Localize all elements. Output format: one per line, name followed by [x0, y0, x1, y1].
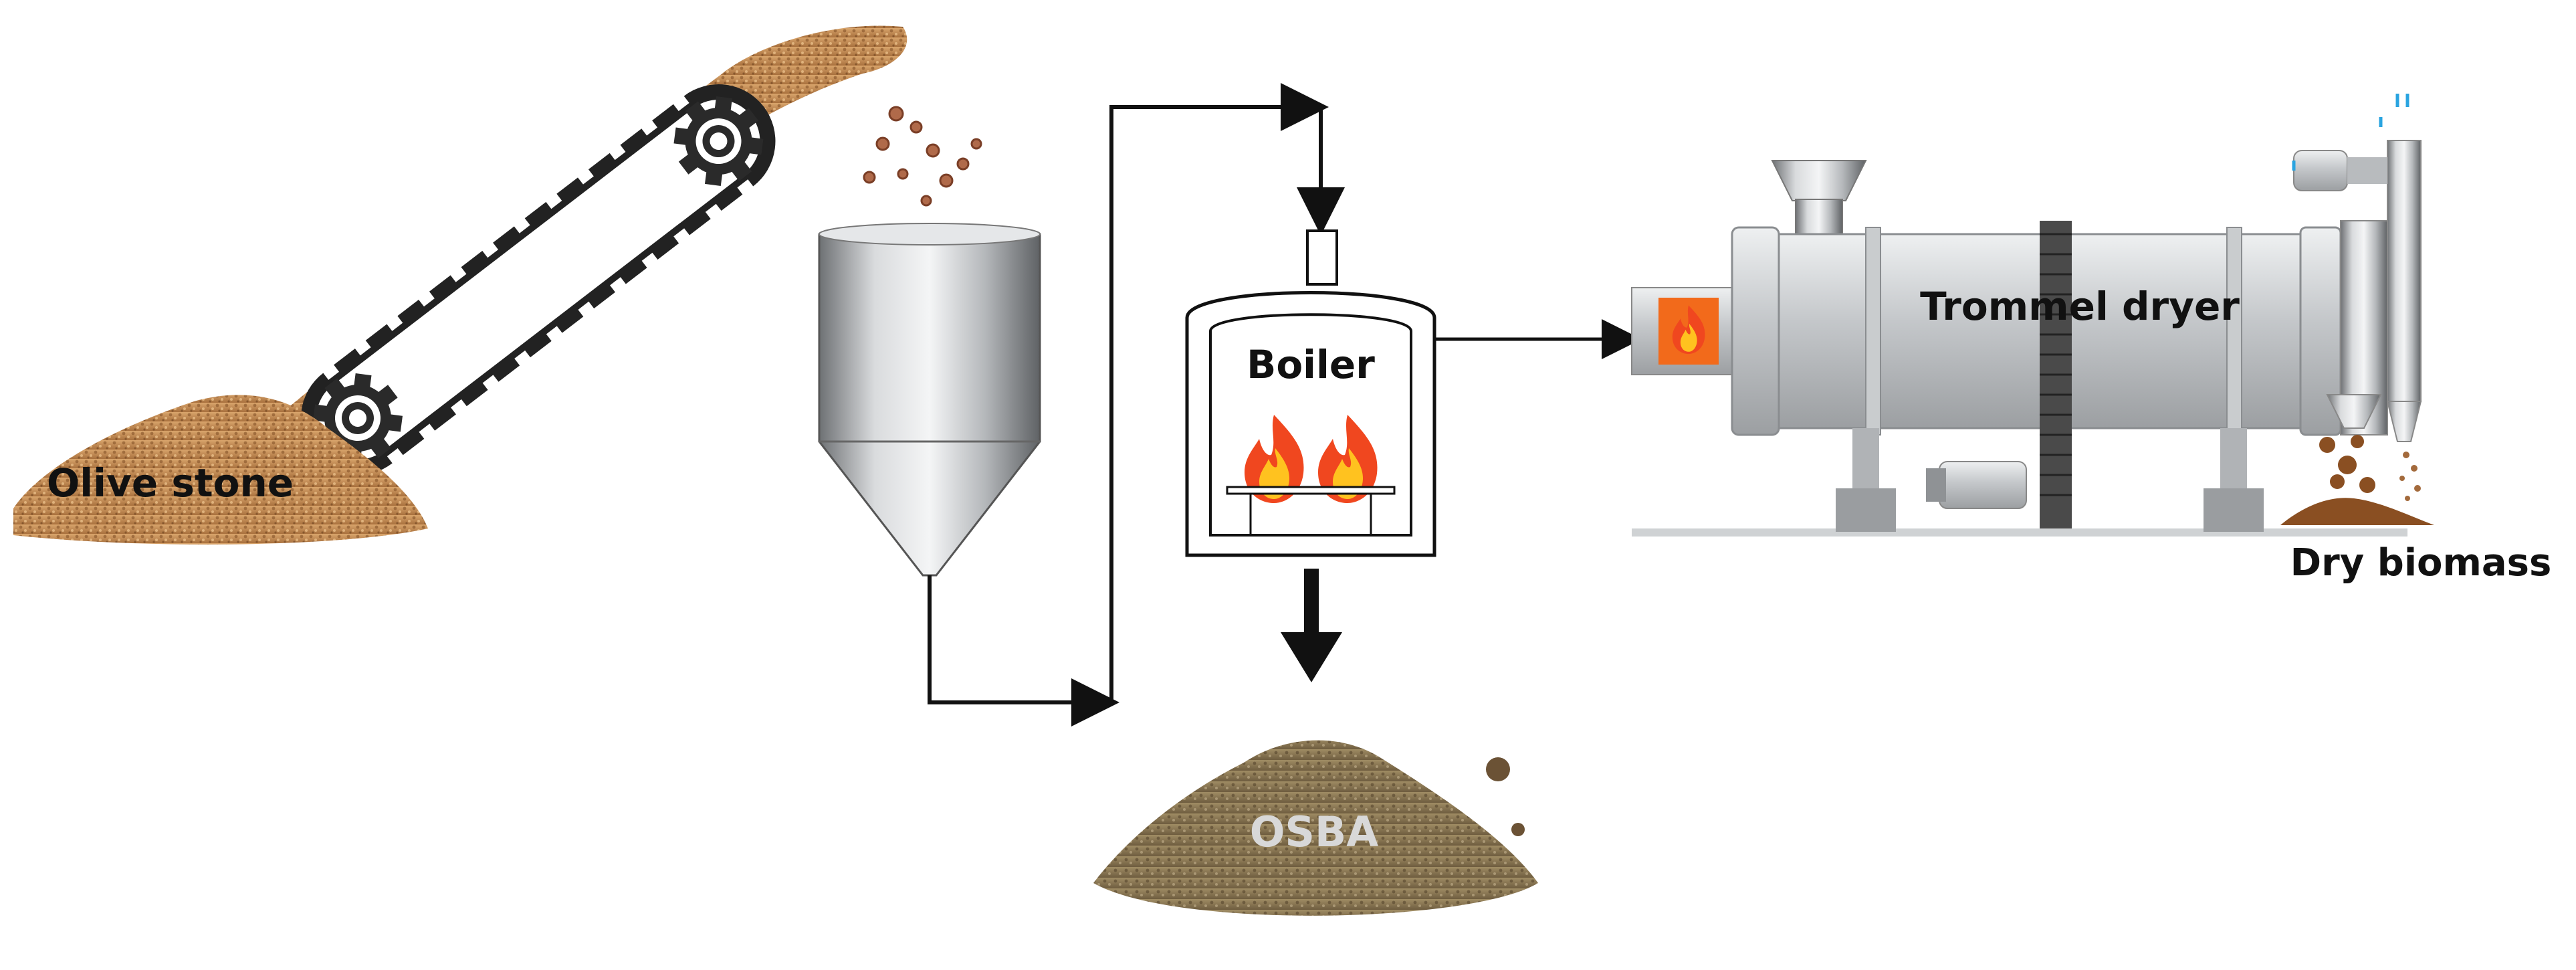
- feed-line: [928, 83, 1345, 726]
- ash-discharge-arrow: [1281, 569, 1342, 682]
- boiler: Boiler: [1185, 229, 1436, 557]
- falling-pellets: [863, 106, 982, 207]
- olive-stone-conveyor: Olive stone: [13, 25, 982, 545]
- dry-biomass-label: Dry biomass: [2290, 541, 2552, 585]
- olive-stone-pile: [13, 395, 428, 545]
- olive-stone-label: Olive stone: [47, 460, 294, 506]
- boiler-label: Boiler: [1247, 342, 1375, 387]
- trommel-dryer-label: Trommel dryer: [1920, 284, 2240, 329]
- osba-ash-pile: OSBA: [1093, 740, 1538, 916]
- hopper-silo-icon: [818, 223, 1041, 577]
- conveyor-belt-icon: [296, 79, 781, 480]
- rotary-drum-dryer-icon: Trommel dryer: [1631, 94, 2422, 537]
- dry-biomass-output: Dry biomass: [2280, 435, 2551, 585]
- osba-label: OSBA: [1250, 807, 1379, 856]
